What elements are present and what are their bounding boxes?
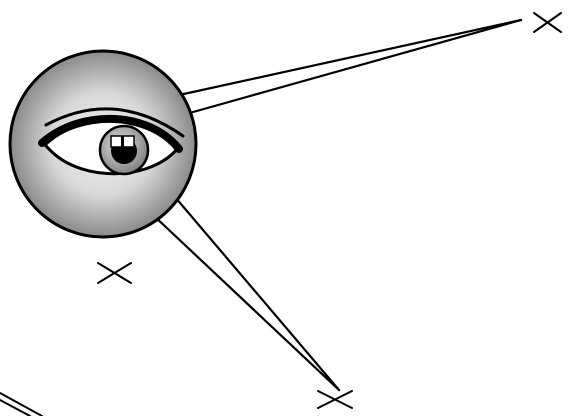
side-point-cross-marker bbox=[98, 263, 131, 283]
near-point-cross-marker bbox=[318, 391, 352, 408]
sight-line-to-far-point bbox=[170, 20, 521, 114]
edge-object-lines bbox=[0, 393, 42, 416]
sight-line-to-near-point bbox=[152, 197, 339, 390]
magnified-eye-lens bbox=[10, 51, 196, 237]
far-point-cross-marker bbox=[534, 13, 561, 32]
